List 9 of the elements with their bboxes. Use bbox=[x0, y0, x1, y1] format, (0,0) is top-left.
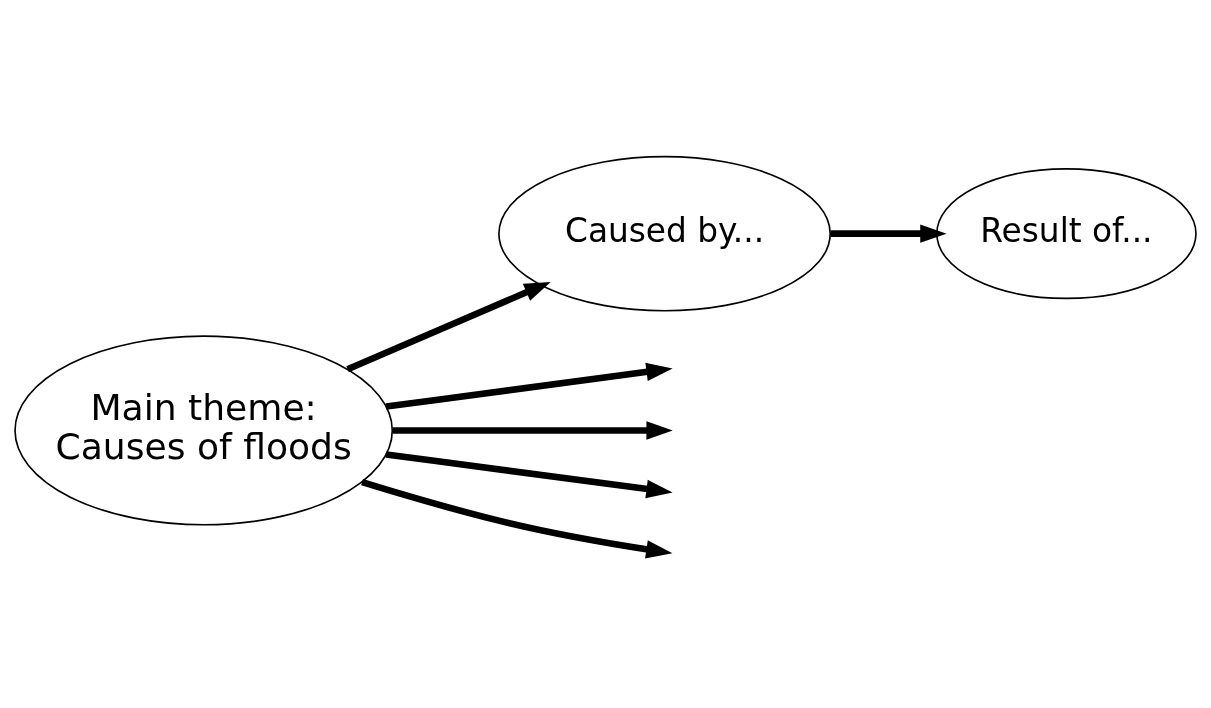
node-ellipse: Caused by... bbox=[498, 155, 832, 312]
node-ellipse: Result of... bbox=[936, 167, 1197, 299]
arrow bbox=[392, 420, 673, 440]
arrow bbox=[385, 450, 673, 498]
arrow bbox=[830, 223, 947, 243]
arrow bbox=[346, 281, 551, 372]
node-ellipse: Main theme: Causes of floods bbox=[14, 334, 394, 526]
arrow bbox=[385, 362, 673, 410]
arrow bbox=[361, 478, 673, 558]
